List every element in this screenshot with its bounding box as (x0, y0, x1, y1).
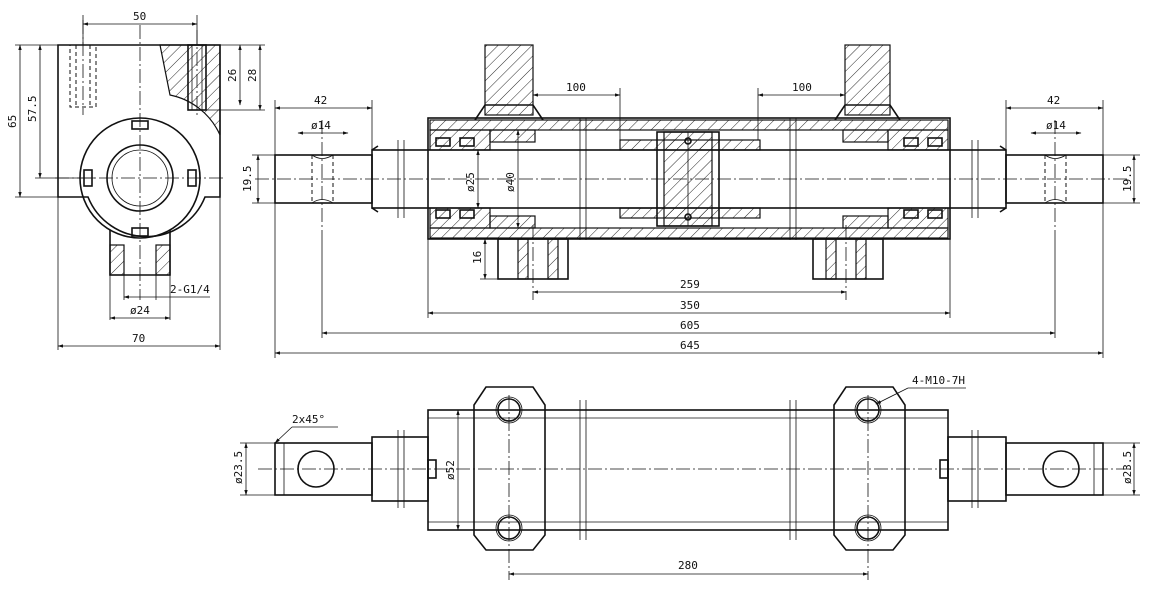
dim-boss-h: 16 (471, 251, 484, 264)
barrel-wall-top (429, 119, 949, 131)
dim-mount-right: 100 (792, 81, 812, 94)
dim-57-5: 57.5 (26, 96, 39, 123)
dim-70: 70 (132, 332, 145, 345)
dim-port-dia: ø24 (130, 304, 150, 317)
dim-259: 259 (680, 278, 700, 291)
dim-body-dia: ø52 (444, 460, 457, 480)
barrel (427, 117, 951, 240)
bottom-view: 2x45° 4-M10-7H ø23.5 ø23.5 ø52 280 (232, 374, 1140, 580)
dim-mount-left: 100 (566, 81, 586, 94)
section-view: 42 42 ø14 ø14 19.5 19.5 ø25 ø40 100 100 (241, 44, 1140, 358)
mount-left (484, 44, 534, 116)
mount-right (844, 44, 891, 116)
dim-shaft-left: 42 (314, 94, 327, 107)
dim-end-dia-right: ø23.5 (1121, 451, 1134, 484)
dim-flat-right: 19.5 (1121, 166, 1134, 193)
end-view-hatch (159, 44, 221, 136)
dim-50: 50 (133, 10, 146, 23)
dim-28: 28 (246, 69, 259, 82)
end-view-hidden-drill (69, 44, 97, 108)
bottom-body (427, 409, 949, 531)
dim-shaft-right: 42 (1047, 94, 1060, 107)
dim-chamfer: 2x45° (292, 413, 325, 426)
dim-bore-dia: ø40 (504, 172, 517, 192)
dim-65: 65 (6, 115, 19, 128)
dim-645: 645 (680, 339, 700, 352)
dim-rod-dia: ø25 (464, 172, 477, 192)
dim-pin-left: ø14 (311, 119, 331, 132)
bottom-mount-right (833, 386, 906, 551)
dim-pin-right: ø14 (1046, 119, 1066, 132)
dim-26: 26 (226, 69, 239, 82)
barrel-wall-bottom (429, 227, 949, 239)
dim-flat-left: 19.5 (241, 166, 254, 193)
dim-350: 350 (680, 299, 700, 312)
bottom-mount-left (473, 386, 546, 551)
end-view: 50 65 57.5 26 28 2-G1/4 ø24 70 (6, 10, 265, 350)
dim-280: 280 (678, 559, 698, 572)
dim-port-thread: 2-G1/4 (170, 283, 210, 296)
dim-605: 605 (680, 319, 700, 332)
dim-end-dia-left: ø23.5 (232, 451, 245, 484)
dim-thread-note: 4-M10-7H (912, 374, 965, 387)
